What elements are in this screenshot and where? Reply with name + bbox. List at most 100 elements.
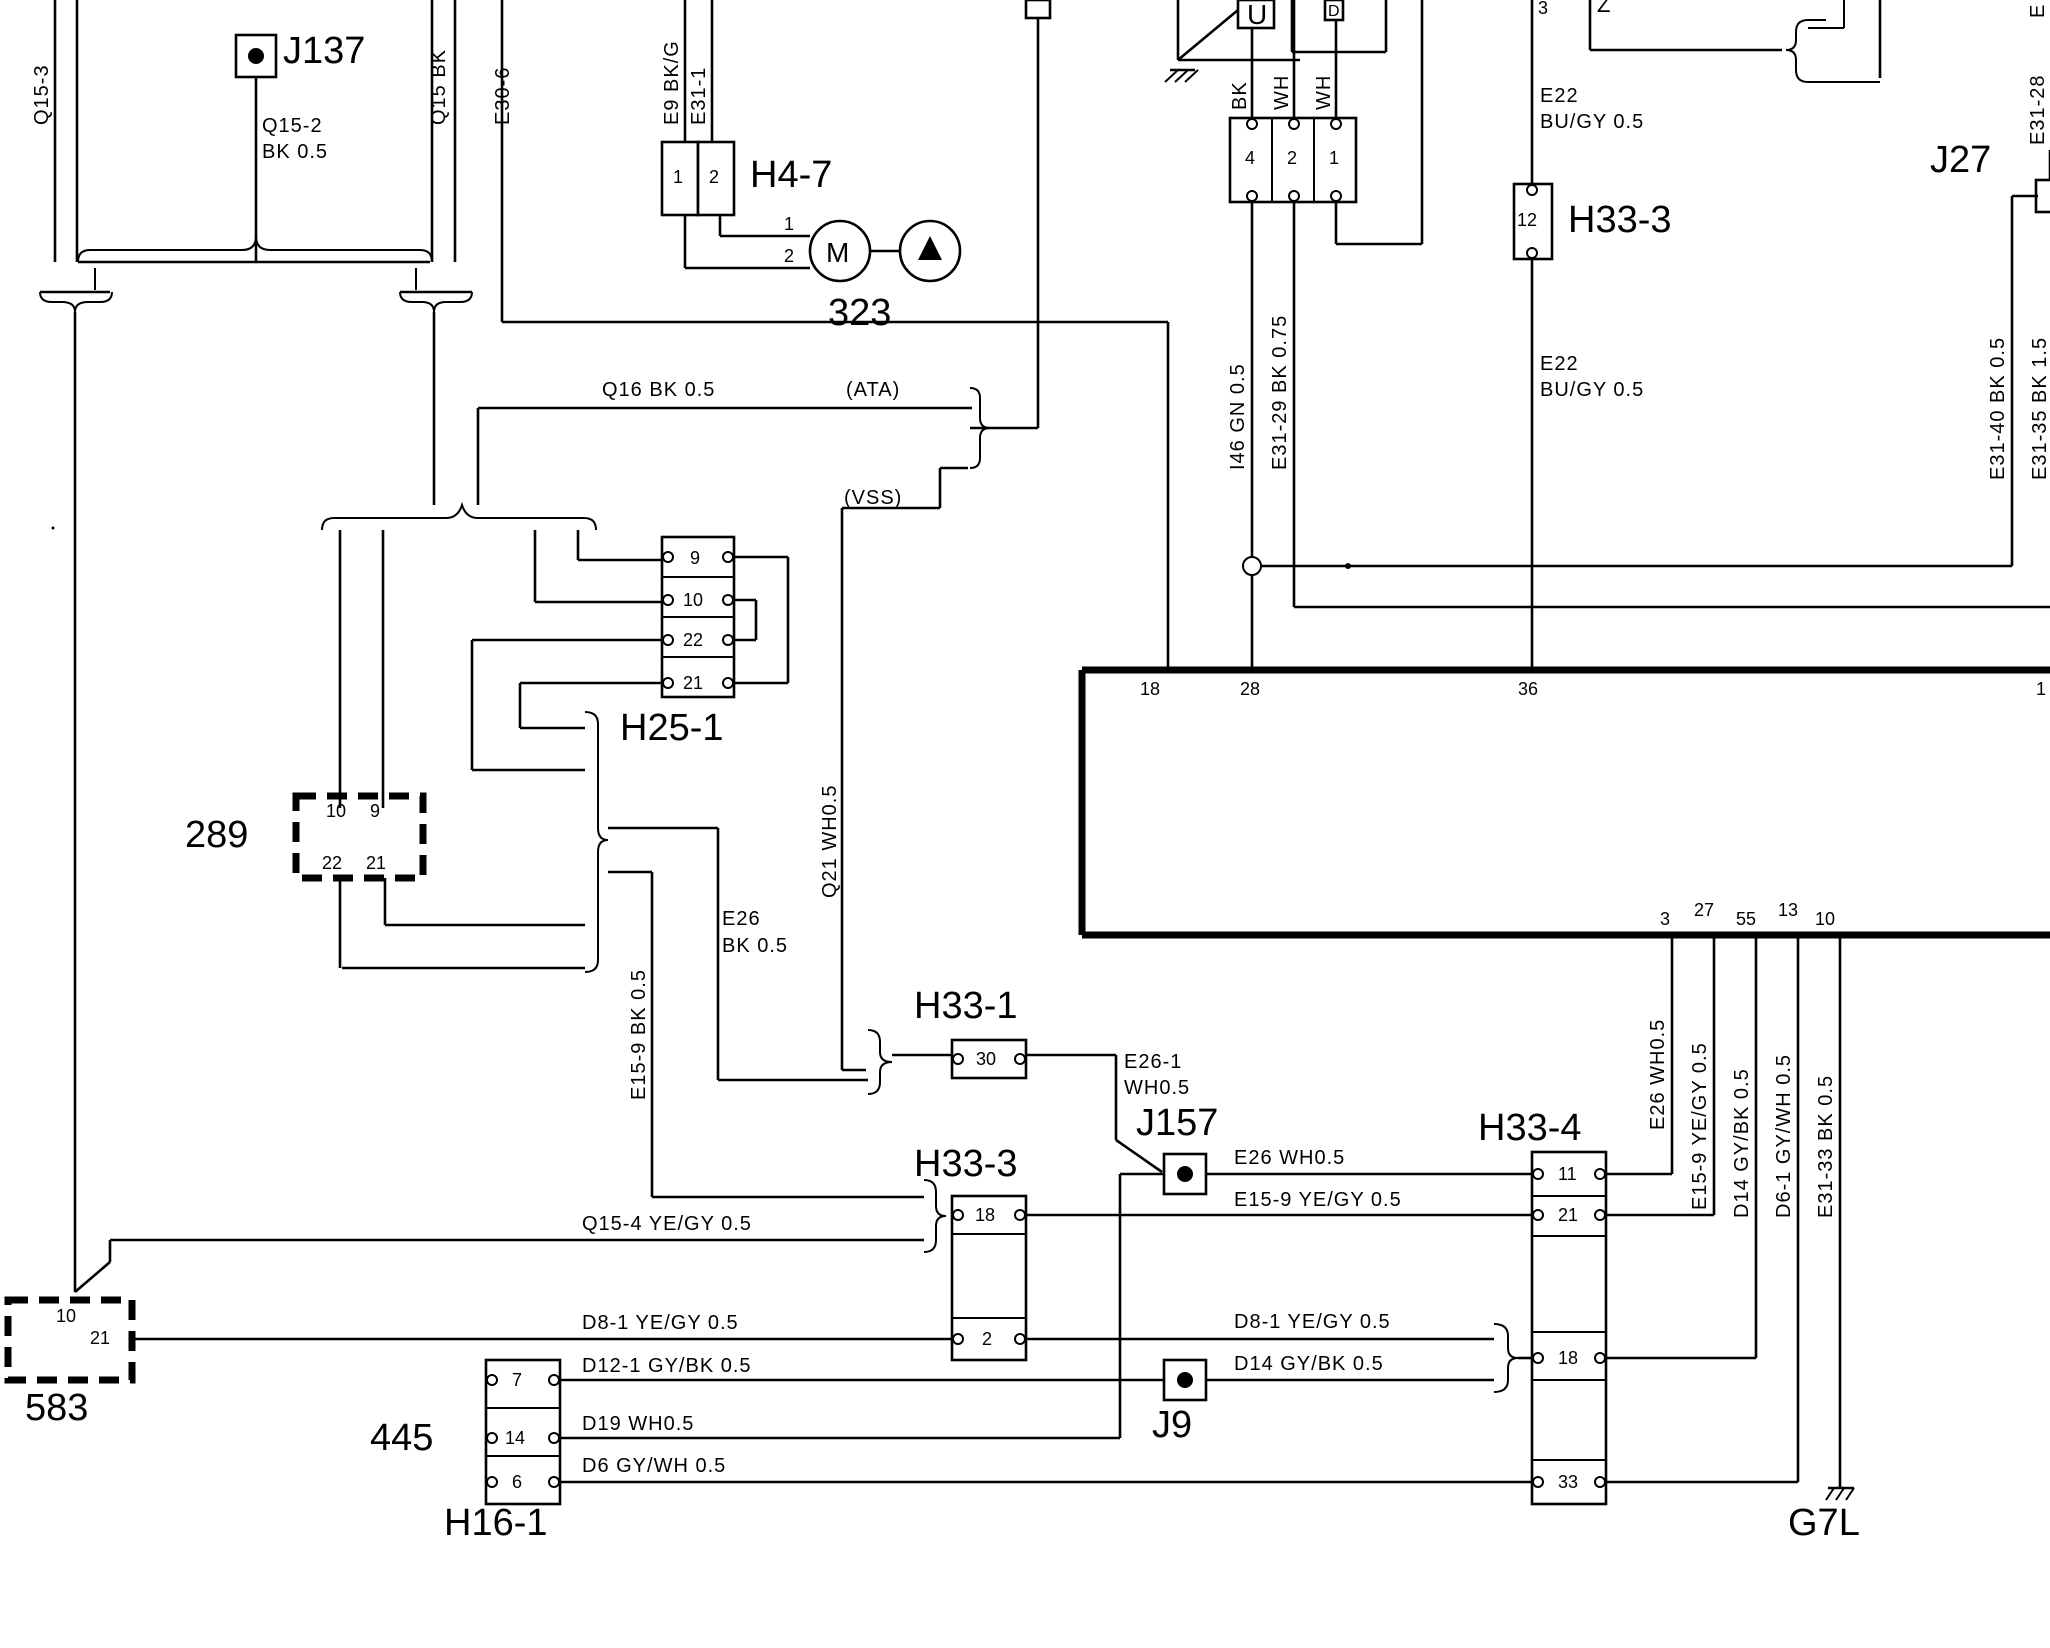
h33-3-label: H33-3 (914, 1143, 1018, 1185)
c289-pin-22: 22 (322, 853, 342, 873)
h33-1-label: H33-1 (914, 985, 1018, 1027)
c445-label: 445 (370, 1417, 433, 1459)
c289-pin-10: 10 (326, 801, 346, 821)
j9-label: J9 (1152, 1404, 1192, 1446)
h25-1-pin-9: 9 (690, 548, 700, 568)
wire-label-bk: BK (1229, 81, 1251, 110)
top-box-u: U (1247, 0, 1267, 30)
wire-label-e31-28: E31-28 (2027, 75, 2049, 146)
wire-label-d6: D6 GY/WH 0.5 (582, 1455, 726, 1477)
top-conn-pin-1: 1 (1329, 148, 1339, 168)
ecm-pin-28: 28 (1240, 679, 1260, 699)
wire-label-e26-1: E26-1 (1124, 1051, 1182, 1073)
ecm-pin-3: 3 (1660, 909, 1670, 929)
wire-label-d14: D14 GY/BK 0.5 (1234, 1353, 1384, 1375)
top-edge-e: E (2027, 4, 2049, 18)
h33-3-pin-2: 2 (982, 1329, 992, 1349)
ecm-pin-55: 55 (1736, 909, 1756, 929)
ground-g7l: G7L (1788, 1486, 1860, 1544)
wire-label-e22-b: E22 (1540, 353, 1579, 375)
j27-label: J27 (1930, 139, 1991, 181)
wire-label-q16: Q16 BK 0.5 (602, 379, 715, 401)
wire-label-e9: E9 BK/G (661, 40, 683, 125)
wire-label-v-d14: D14 GY/BK 0.5 (1731, 1068, 1753, 1218)
motor-m-label: M (826, 237, 849, 268)
c289-pin-9: 9 (370, 801, 380, 821)
h33-4-pin-11: 11 (1558, 1164, 1577, 1184)
j137-dot (248, 48, 264, 64)
top-box-d: D (1328, 3, 1340, 20)
wire-label-wh-2: WH (1313, 75, 1335, 110)
h25-1-label: H25-1 (620, 707, 724, 749)
ecm-pin-13: 13 (1778, 900, 1798, 920)
h16-1-pin-14: 14 (505, 1428, 525, 1448)
h4-7-pin-1: 1 (673, 167, 683, 187)
h33-3-connector: H33-3 Q15-4 YE/GY 0.5 18 2 E15-9 YE/GY 0… (74, 1143, 1532, 1362)
top-right-z: Z (1597, 0, 1610, 17)
h25-1-pin-10: 10 (683, 590, 703, 610)
wire-label-v-e15-9: E15-9 YE/GY 0.5 (1689, 1042, 1711, 1210)
top-right-connector: U D BK WH WH 4 2 1 I46 GN 0.5 E31-29 BK … (1164, 0, 2050, 670)
h33-4-pin-21: 21 (1558, 1205, 1578, 1225)
h33-4-pin-33: 33 (1558, 1472, 1578, 1492)
j157-junction: J157 E26 WH0.5 (560, 1102, 1532, 1440)
wire-label-d19: D19 WH0.5 (582, 1413, 694, 1435)
ecm-pin-18: 18 (1140, 679, 1160, 699)
ecm-pin-10: 10 (1815, 909, 1835, 929)
motor-pin-1: 1 (784, 214, 794, 234)
wire-label-q15-3: Q15-3 (31, 64, 53, 125)
wire-label-e22-b-color: BU/GY 0.5 (1540, 379, 1644, 401)
ecm-pin-27: 27 (1694, 900, 1714, 920)
h33-1-connector: 30 H33-1 E26-1 WH0.5 (842, 985, 1190, 1174)
h33-1-pin-30: 30 (976, 1049, 996, 1069)
h16-1-label: H16-1 (444, 1502, 548, 1544)
wire-label-d8-1-b: D8-1 YE/GY 0.5 (1234, 1311, 1391, 1333)
e22-wiring: 3 E22 BU/GY 0.5 12 H33-3 E22 BU/GY 0.5 Z… (1512, 0, 2050, 670)
wire-label-i46: I46 GN 0.5 (1227, 363, 1249, 470)
h25-1-pin-22: 22 (683, 630, 703, 650)
wire-label-e31-1: E31-1 (688, 67, 710, 125)
motor-pin-2: 2 (784, 246, 794, 266)
c289-label: 289 (185, 814, 248, 856)
wire-label-e31-40: E31-40 BK 0.5 (1987, 337, 2009, 480)
wire-label-v-e31-33: E31-33 BK 0.5 (1815, 1075, 1837, 1218)
h4-7-group: E9 BK/G E31-1 1 2 H4-7 1 2 M 323 (660, 0, 962, 334)
top-conn-pin-4: 4 (1245, 148, 1255, 168)
h33-3-pin-18: 18 (975, 1205, 995, 1225)
h4-7-pin1-cell (660, 140, 700, 217)
wire-label-e15-9-vertical: E15-9 BK 0.5 (628, 969, 650, 1100)
wire-label-q15-bk: Q15 BK (428, 49, 450, 125)
wire-label-e26-color: BK 0.5 (722, 935, 788, 957)
g7l-label: G7L (1788, 1502, 1860, 1544)
wire-label-d8-1-a: D8-1 YE/GY 0.5 (582, 1312, 739, 1334)
h16-1-pin-6: 6 (512, 1472, 522, 1492)
h16-1-connector: 7 14 6 445 H16-1 D12-1 GY/BK 0.5 D19 WH0… (370, 1355, 1532, 1544)
h33-4-label: H33-4 (1478, 1107, 1582, 1149)
wire-label-wh-1: WH (1271, 75, 1293, 110)
top-small-label: 3 (1538, 0, 1548, 18)
wire-label-q15-2-color: BK 0.5 (262, 141, 328, 163)
h33-3-top-pin-12: 12 (1517, 210, 1537, 230)
wire-label-v-d6-1: D6-1 GY/WH 0.5 (1773, 1054, 1795, 1218)
c323-label: 323 (828, 292, 891, 334)
h33-4-connector: H33-4 11 21 18 33 E26 WH0.5 E15-9 YE/GY … (1478, 935, 1842, 1506)
h4-7-pin-2: 2 (709, 167, 719, 187)
wire-label-e26-1-color: WH0.5 (1124, 1077, 1190, 1099)
top-conn-pin-2: 2 (1287, 148, 1297, 168)
h4-7-label: H4-7 (750, 154, 832, 196)
h4-7-pin2-cell (696, 140, 736, 217)
c289-pin-21: 21 (366, 853, 386, 873)
top-left-wiring: Q15-3 Q15 BK J137 Q15-2 BK 0.5 E30-6 (31, 0, 1170, 1292)
ecm-pin-36: 36 (1518, 679, 1538, 699)
h33-3-top-box (1512, 182, 1554, 261)
wire-label-d12-1: D12-1 GY/BK 0.5 (582, 1355, 752, 1377)
component-289: 10 9 22 21 289 (185, 792, 427, 968)
top-center-block: (VSS) Q21 WH0.5 Q16 BK 0.5 (ATA) (476, 0, 1052, 1070)
wire-label-e31-35: E31-35 BK 1.5 (2029, 337, 2050, 480)
wire-label-q21: Q21 WH0.5 (819, 785, 841, 898)
wire-label-v-e26: E26 WH0.5 (1647, 1019, 1669, 1130)
c583-label: 583 (25, 1387, 88, 1429)
c583-pin-21: 21 (90, 1328, 110, 1348)
wire-label-q15-4: Q15-4 YE/GY 0.5 (582, 1213, 752, 1235)
c583-pin-10: 10 (56, 1306, 76, 1326)
